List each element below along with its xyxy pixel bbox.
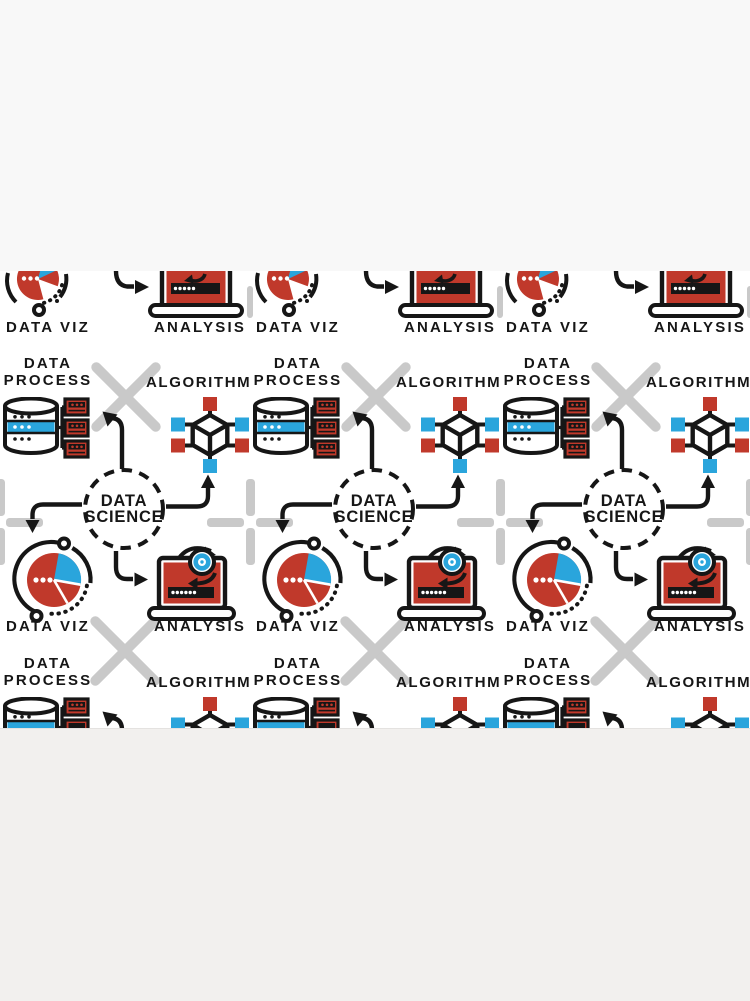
algorithm-label: ALGORITHM: [396, 674, 500, 691]
cube-network-icon: [668, 397, 750, 477]
data-process-label: DATA PROCESS: [250, 655, 346, 689]
arrow-down-left-icon: [272, 499, 332, 537]
arrow-up-left-icon: [596, 705, 628, 728]
arrow-up-left-icon: [596, 405, 628, 469]
database-process-icon: [502, 697, 590, 728]
arrow-up-left-icon: [96, 405, 128, 469]
analysis-label: ANALYSIS: [400, 618, 500, 635]
database-process-icon: [252, 397, 340, 459]
data-viz-label: DATA VIZ: [0, 319, 96, 336]
database-process-icon: [2, 697, 90, 728]
pattern-tile: DATA VIZ ANALYSIS DATA PROCESS ALGORITHM: [250, 271, 500, 728]
pattern-strip: DATA VIZ ANALYSIS DATA PROCESS ALGORITHM: [0, 271, 750, 728]
arrow-down-left-icon: [522, 499, 582, 537]
arrow-down-left-icon: [22, 499, 82, 537]
bottom-background-band: [0, 728, 750, 1001]
data-process-label: DATA PROCESS: [500, 355, 596, 389]
pattern-tile: DATA VIZ ANALYSIS DATA PROCESS ALGORITHM: [0, 271, 250, 728]
arrow-up-left-icon: [346, 405, 378, 469]
pie-chart-icon: [256, 535, 356, 627]
database-process-icon: [2, 397, 90, 459]
analysis-label: ANALYSIS: [150, 618, 250, 635]
cube-network-icon: [668, 697, 750, 728]
sync-laptop-icon: [647, 546, 745, 626]
data-process-label: DATA PROCESS: [250, 355, 346, 389]
data-viz-label: DATA VIZ: [250, 319, 346, 336]
arrow-up-right-icon: [166, 472, 222, 512]
algorithm-label: ALGORITHM: [396, 374, 500, 391]
arrow-up-right-icon: [666, 472, 722, 512]
analysis-label: ANALYSIS: [650, 319, 750, 336]
data-process-label: DATA PROCESS: [0, 355, 96, 389]
database-process-icon: [252, 697, 340, 728]
algorithm-label: ALGORITHM: [146, 674, 250, 691]
sync-laptop-icon: [147, 546, 245, 626]
analysis-label: ANALYSIS: [650, 618, 750, 635]
analysis-laptop-icon: [398, 271, 494, 321]
sync-laptop-icon: [397, 546, 495, 626]
data-process-label: DATA PROCESS: [500, 655, 596, 689]
arrow-up-right-icon: [416, 472, 472, 512]
arrow-up-left-icon: [96, 705, 128, 728]
data-viz-label: DATA VIZ: [500, 618, 596, 635]
cube-network-icon: [418, 697, 502, 728]
analysis-laptop-icon: [148, 271, 244, 321]
database-process-icon: [502, 397, 590, 459]
pie-chart-icon: [6, 535, 106, 627]
data-viz-label: DATA VIZ: [500, 319, 596, 336]
pie-chart-icon: [506, 535, 606, 627]
analysis-label: ANALYSIS: [400, 319, 500, 336]
data-viz-label: DATA VIZ: [250, 618, 346, 635]
analysis-laptop-icon: [648, 271, 744, 321]
pattern-tile: DATA VIZ ANALYSIS DATA PROCESS ALGORITHM: [500, 271, 750, 728]
arrow-up-left-icon: [346, 705, 378, 728]
cube-network-icon: [168, 397, 252, 477]
algorithm-label: ALGORITHM: [646, 674, 750, 691]
data-viz-label: DATA VIZ: [0, 618, 96, 635]
cube-network-icon: [168, 697, 252, 728]
data-process-label: DATA PROCESS: [0, 655, 96, 689]
algorithm-label: ALGORITHM: [646, 374, 750, 391]
top-background-band: [0, 0, 750, 272]
algorithm-label: ALGORITHM: [146, 374, 250, 391]
analysis-label: ANALYSIS: [150, 319, 250, 336]
cube-network-icon: [418, 397, 502, 477]
